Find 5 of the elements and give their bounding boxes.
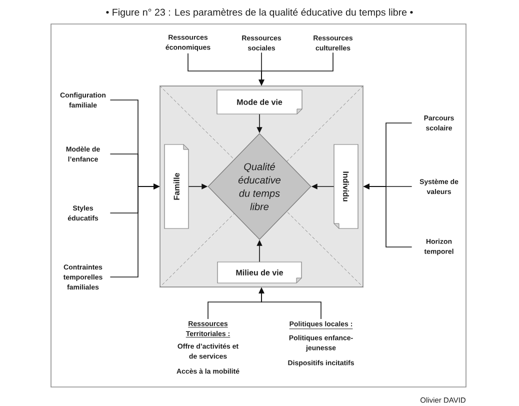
label-box: Individu (334, 144, 358, 229)
label-box: Milieu de vie (217, 262, 302, 284)
label-box: Famille (164, 144, 189, 229)
figure-title: • Figure n° 23 : Les paramètres de la qualité éducative du temps libre • (106, 8, 413, 18)
label-box: Mode de vie (216, 90, 302, 114)
